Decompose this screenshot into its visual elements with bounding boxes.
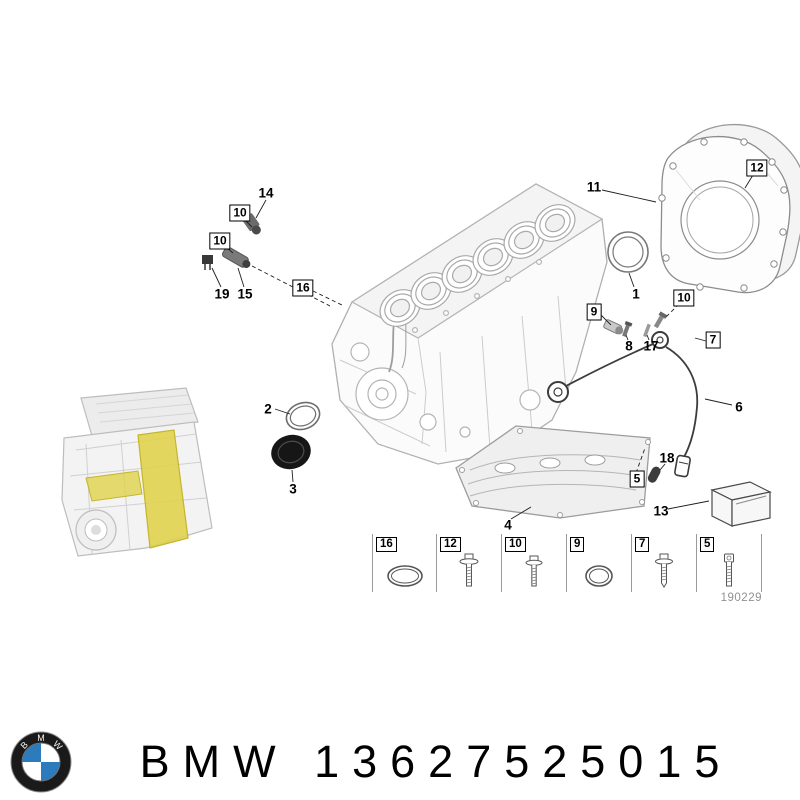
part-number: 13627525015 <box>314 736 733 787</box>
bolt-icon <box>459 553 479 587</box>
callout-19: 19 <box>214 286 230 302</box>
plug-19 <box>202 255 213 270</box>
bolt-icon <box>525 555 543 587</box>
o-ring-icon <box>386 565 423 587</box>
part-footer: B M W BMW 13627525015 <box>0 724 800 800</box>
logo-letter-m: M <box>37 733 45 743</box>
callout-12: 12 <box>746 159 768 177</box>
part-title: BMW 13627525015 <box>72 736 800 788</box>
leader-lines <box>211 174 754 520</box>
highlighted-parts <box>85 429 189 549</box>
fastener-cell-9: 9 <box>567 534 632 592</box>
sealing-cap <box>271 434 311 470</box>
knock-sensor-harness <box>547 331 699 478</box>
logo-letter-b: B <box>19 740 30 751</box>
fastener-number: 12 <box>440 537 461 552</box>
fastener-number: 16 <box>376 537 397 552</box>
sensor-pin-17 <box>643 323 651 338</box>
crankshaft-rear-seal <box>607 231 649 273</box>
callout-15: 15 <box>237 286 253 302</box>
callout-13: 13 <box>653 503 669 519</box>
callout-5: 5 <box>629 470 645 488</box>
fastener-cell-12: 12 <box>437 534 502 592</box>
diagram-code: 190229 <box>720 592 762 604</box>
fastener-cell-7: 7 <box>632 534 697 592</box>
socket-bolt-icon <box>724 553 734 587</box>
fastener-number: 7 <box>635 537 650 552</box>
dashed-leader-lines <box>251 265 680 474</box>
callout-16: 16 <box>292 279 314 297</box>
harness-grommet <box>647 466 661 483</box>
callout-17: 17 <box>643 338 659 354</box>
gasket-set-box <box>710 481 772 527</box>
front-o-ring <box>285 401 321 431</box>
oil-baffle-plate <box>455 425 651 519</box>
callout-7: 7 <box>705 331 721 349</box>
exploded-engine-diagram <box>202 123 800 527</box>
callout-4: 4 <box>504 517 512 533</box>
fastener-number: 10 <box>505 537 526 552</box>
bolt-icon <box>655 553 673 588</box>
callout-10: 10 <box>673 289 695 307</box>
rear-housing-gasket <box>658 135 791 294</box>
fastener-cell-10: 10 <box>502 534 567 592</box>
callout-6: 6 <box>735 399 743 415</box>
callout-9: 9 <box>586 303 602 321</box>
crank-sensor-15 <box>221 246 251 268</box>
cylinder-bores <box>379 204 576 327</box>
fastener-strip: 16 12 10 9 <box>372 534 762 592</box>
o-ring-icon <box>585 565 613 587</box>
fastener-number: 9 <box>570 537 585 552</box>
fastener-cell-16: 16 <box>372 534 437 592</box>
callout-2: 2 <box>264 401 272 417</box>
bolt-10-right <box>653 311 668 329</box>
callout-1: 1 <box>632 286 640 302</box>
callout-10: 10 <box>229 204 251 222</box>
fastener-number: 5 <box>700 537 715 552</box>
callout-18: 18 <box>659 450 675 466</box>
callout-11: 11 <box>586 179 602 195</box>
callout-3: 3 <box>289 481 297 497</box>
sensor-bolt-8 <box>622 321 633 337</box>
callout-8: 8 <box>625 338 633 354</box>
assembled-engine-thumbnail <box>61 387 213 557</box>
callout-14: 14 <box>258 185 274 201</box>
fastener-cell-5: 5 <box>697 534 762 592</box>
brand-name: BMW <box>139 736 289 787</box>
callout-10: 10 <box>209 232 231 250</box>
crankshaft-sensor <box>603 319 624 335</box>
bmw-logo-icon: B M W <box>10 731 72 793</box>
